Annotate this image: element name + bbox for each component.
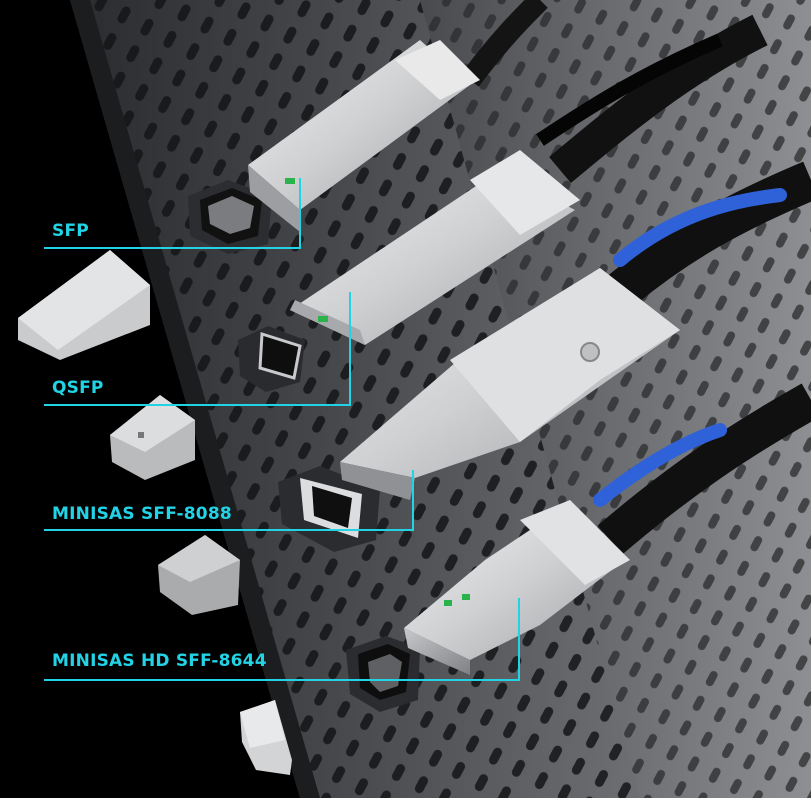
minisas-module	[340, 161, 811, 500]
minisas-sff-8088-label: MINISAS SFF-8088	[52, 504, 232, 524]
dust-cover-3	[158, 535, 240, 615]
qsfp-module	[290, 14, 768, 345]
callout-lines	[44, 178, 520, 681]
minisas-hd-port-cage	[346, 636, 420, 712]
minisas-callout-line	[44, 470, 414, 531]
sfp-module	[248, 0, 548, 232]
dust-cover-2	[110, 395, 195, 480]
dust-cover-4	[240, 700, 292, 775]
minisas-hd-module	[404, 383, 811, 675]
minisas-hd-callout-line	[44, 598, 520, 681]
sfp-port-cage	[188, 180, 272, 254]
sfp-label: SFP	[52, 221, 89, 241]
qsfp-callout-line	[44, 292, 351, 406]
sfp-callout-line	[44, 178, 301, 249]
minisas-hd-sff-8644-label: MINISAS HD SFF-8644	[52, 651, 267, 671]
qsfp-port-cage	[238, 326, 305, 392]
qsfp-label: QSFP	[52, 378, 104, 398]
dust-cover-1	[18, 250, 150, 360]
